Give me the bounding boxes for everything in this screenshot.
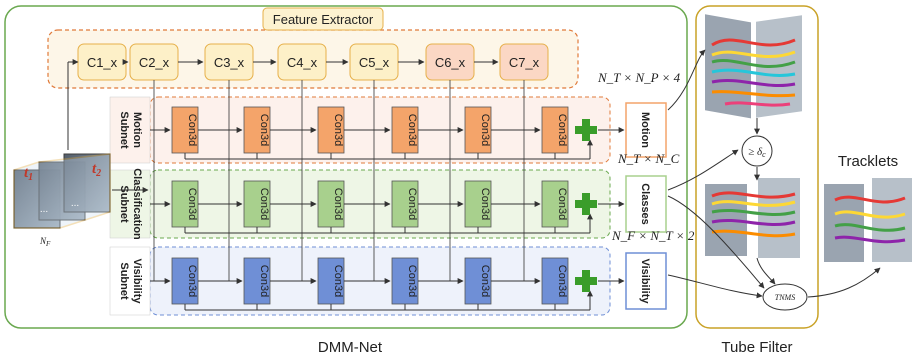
conv-label: Con3d — [406, 265, 418, 297]
tube-filter-label: Tube Filter — [721, 339, 792, 356]
sum-plus-icon-bar — [575, 126, 597, 134]
output-box-1 — [625, 175, 667, 233]
conv-block — [243, 257, 271, 305]
output-box-2 — [625, 252, 667, 310]
output-label-2: Visibility — [639, 258, 651, 304]
tube-filter-frame — [695, 5, 819, 329]
conv-label: Con3d — [406, 188, 418, 220]
subnet-label-box-0 — [109, 96, 151, 164]
conv-block — [541, 257, 569, 305]
stage-label-5: C5_x — [359, 55, 390, 70]
conv-label: Con3d — [258, 114, 270, 146]
stage-label-7: C7_x — [509, 55, 540, 70]
conv-block — [464, 180, 492, 228]
output-shape-2: N_F × N_T × 2 — [611, 228, 695, 243]
conv-label: Con3d — [186, 188, 198, 220]
conv-block — [464, 106, 492, 154]
t2-label: t2 — [92, 161, 101, 179]
output-shape-0: N_T × N_P × 4 — [597, 70, 681, 85]
conv-block — [317, 180, 345, 228]
conv-label: Con3d — [332, 114, 344, 146]
t1-label: t1 — [24, 165, 33, 183]
conv-label: Con3d — [332, 265, 344, 297]
svg-text:...: ... — [71, 198, 79, 209]
tnms-node — [762, 283, 808, 311]
threshold-node — [741, 135, 773, 167]
output-label-1: Classes — [639, 183, 651, 225]
output-shape-1: N_T × N_C — [617, 151, 680, 166]
conv-label: Con3d — [186, 114, 198, 146]
subnet-label-0: MotionSubnet — [118, 111, 143, 149]
tube-image-middle — [705, 178, 800, 258]
stage-label-2: C2_x — [139, 55, 170, 70]
conv-label: Con3d — [479, 265, 491, 297]
conv-block — [171, 180, 199, 228]
tube-image-top — [705, 14, 802, 119]
input-video-frames: ... ... — [13, 153, 111, 229]
threshold-label: ≥ δc — [748, 146, 766, 159]
nf-label: NF — [39, 236, 51, 248]
stage-label-3: C3_x — [214, 55, 245, 70]
tracklets-image — [824, 178, 912, 262]
conv-label: Con3d — [258, 265, 270, 297]
svg-text:...: ... — [40, 204, 48, 215]
conv-label: Con3d — [258, 188, 270, 220]
output-box-0 — [625, 102, 667, 158]
conv-block — [317, 106, 345, 154]
feature-extractor-title-box — [262, 7, 384, 31]
subnet-label-2: VisibilitySubnet — [118, 258, 143, 304]
output-label-0: Motion — [639, 112, 651, 148]
subnet-label-1: ClassificationSubnet — [118, 168, 143, 240]
dmm-net-frame — [4, 5, 688, 329]
conv-label: Con3d — [406, 114, 418, 146]
conv-block — [391, 257, 419, 305]
stage-label-6: C6_x — [435, 55, 466, 70]
conv-label: Con3d — [186, 265, 198, 297]
conv-block — [243, 106, 271, 154]
tnms-label: TNMS — [775, 293, 795, 302]
conv-block — [243, 180, 271, 228]
dmm-net-label: DMM-Net — [318, 339, 383, 356]
conv-label: Con3d — [556, 188, 568, 220]
conv-label: Con3d — [332, 188, 344, 220]
stage-label-1: C1_x — [87, 55, 118, 70]
conv-label: Con3d — [556, 114, 568, 146]
conv-label: Con3d — [479, 188, 491, 220]
feature-extractor-title: Feature Extractor — [273, 12, 374, 27]
conv-label: Con3d — [556, 265, 568, 297]
stage-label-4: C4_x — [287, 55, 318, 70]
subnet-label-box-1 — [109, 169, 151, 239]
tracklets-label: Tracklets — [838, 153, 898, 170]
conv-label: Con3d — [479, 114, 491, 146]
sum-plus-icon-bar — [575, 200, 597, 208]
sum-plus-icon-bar — [575, 277, 597, 285]
